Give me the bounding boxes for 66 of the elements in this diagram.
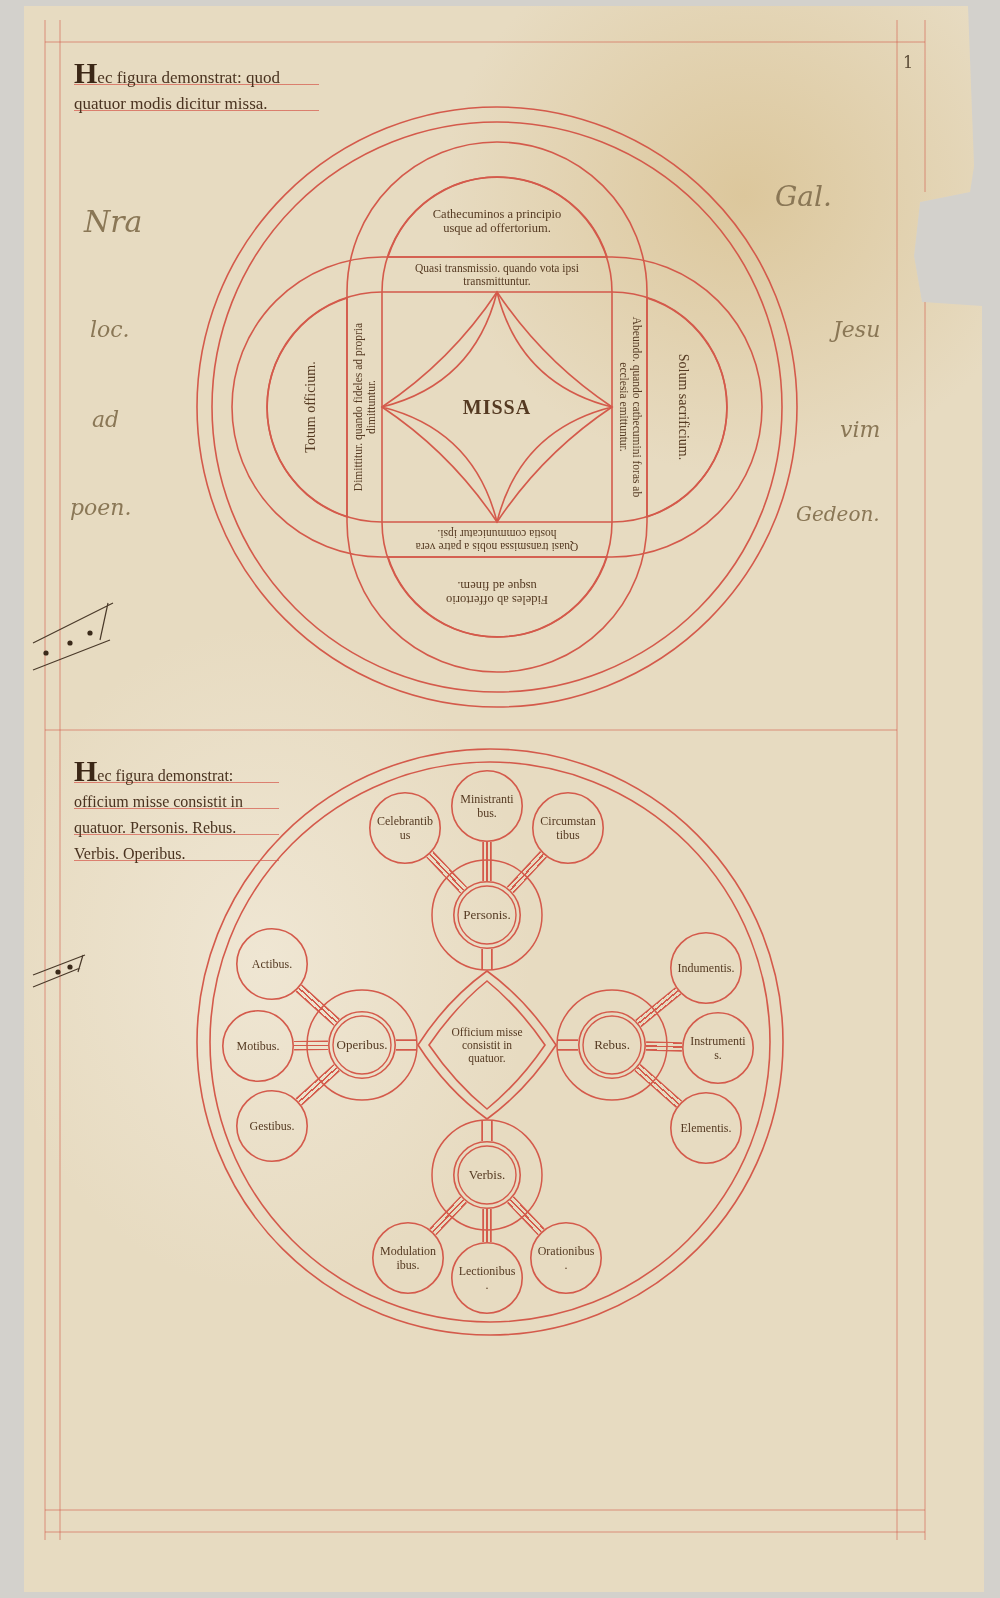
central-diamond — [417, 970, 557, 1120]
category-label: Personis. — [462, 908, 512, 922]
margin-note: poen. — [70, 496, 132, 521]
double-line-connector — [557, 1039, 578, 1051]
circle-label: Gestibus. — [248, 1119, 296, 1133]
band-inscription: Dimittitur. quando fideles ad propria dimittuntur. — [351, 321, 378, 494]
margin-note: Gedeon. — [796, 503, 880, 525]
circle-label: Modulationibus. — [379, 1244, 437, 1272]
category-label: Operibus. — [335, 1038, 389, 1052]
sub-circle — [222, 1010, 294, 1082]
margin-note: vim — [840, 418, 881, 443]
triple-line-connector — [645, 1041, 683, 1052]
sub-circle — [369, 792, 441, 864]
center-inscription: Officium misse consistit in quatuor. — [450, 1025, 524, 1065]
circle-label: Celebrantibus — [376, 814, 434, 842]
circle-label: Indumentis. — [677, 961, 735, 975]
circle-label: Circumstantibus — [539, 814, 597, 842]
triple-line-connector — [482, 842, 492, 881]
category-label: Rebus. — [593, 1038, 631, 1052]
lobe-inscription: Cathecuminos a principio usque ad offertorium. — [432, 207, 562, 235]
sub-circle — [236, 928, 308, 1000]
band-inscription: Abeundo. quando cathecumini foras ab ecclesia emittuntur. — [616, 315, 643, 500]
lobe-panel — [267, 297, 347, 517]
circle-label: Ministrantibus. — [459, 792, 515, 820]
circle-label: Lectionibus. — [458, 1264, 516, 1292]
circle-label: Actibus. — [250, 957, 294, 971]
triple-line-connector — [482, 1209, 492, 1242]
sub-circle — [670, 1092, 742, 1164]
band-inscription: Quasi transmissio. quando vota ipsi transmittuntur. — [414, 261, 580, 288]
double-line-connector — [396, 1039, 417, 1051]
margin-note: Nra — [84, 205, 143, 238]
lobe-inscription: Fideles ab offertorio usque ad finem. — [445, 579, 549, 607]
circle-label: Instrumentis. — [689, 1034, 747, 1062]
sub-circle — [532, 792, 604, 864]
category-circle — [453, 881, 521, 949]
folio-number: 1 — [903, 54, 914, 72]
sub-circle — [236, 1090, 308, 1162]
sub-circle — [682, 1012, 754, 1084]
double-line-connector — [481, 1120, 493, 1141]
double-line-connector — [481, 949, 493, 970]
lobe-panel — [647, 297, 727, 517]
lobe-inscription: Totum officium. — [303, 360, 319, 455]
triple-line-connector — [293, 1040, 329, 1051]
circle-label: Elementis. — [679, 1121, 733, 1135]
margin-note: loc. — [90, 318, 130, 343]
central-diamond — [382, 292, 612, 522]
margin-note: ad — [92, 408, 120, 433]
lobe-inscription: Solum sacrificium. — [675, 352, 691, 463]
circle-label: Motibus. — [235, 1039, 281, 1053]
band-inscription: Quasi transmissa nobis a patre vera hostia communicatur ipsi. — [414, 526, 580, 553]
sub-circle — [451, 770, 523, 842]
sub-circle — [530, 1222, 602, 1294]
circle-label: Orationibus. — [537, 1244, 595, 1272]
center-title: MISSA — [461, 396, 533, 418]
category-circle — [328, 1011, 396, 1079]
sub-circle — [451, 1242, 523, 1314]
interlaced-band — [232, 257, 762, 557]
lobe-panel — [387, 177, 607, 257]
category-label: Verbis. — [467, 1168, 507, 1182]
lobe-panel — [387, 557, 607, 637]
interlaced-band — [347, 142, 647, 672]
category-circle — [453, 1141, 521, 1209]
sub-circle — [670, 932, 742, 1004]
category-circle — [578, 1011, 646, 1079]
margin-note: Gal. — [775, 182, 832, 213]
sub-circle — [372, 1222, 444, 1294]
